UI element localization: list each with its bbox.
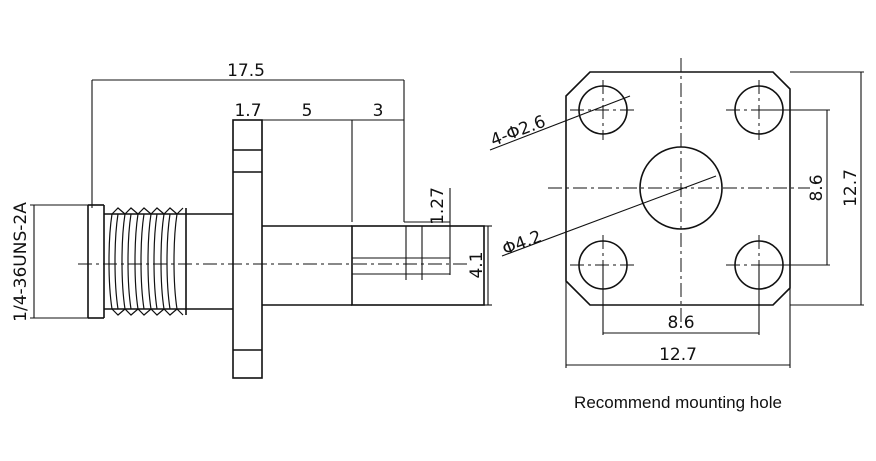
dim-hole-spacing-vertical: 8.6 (807, 174, 827, 201)
flange (232, 119, 263, 379)
dim-body-length: 5 (302, 101, 313, 121)
figure-caption: Recommend mounting hole (574, 393, 782, 412)
dim-hole-spacing-horizontal: 8.6 (667, 313, 694, 333)
hole-callout-label: 4-Φ2.6 (488, 112, 549, 151)
front-view: 4-Φ2.6 Φ4.2 8.6 12.7 8.6 12.7 (488, 58, 864, 368)
threaded-section (87, 204, 186, 319)
dim-overall-length: 17.5 (227, 61, 265, 81)
center-pin (351, 225, 485, 306)
side-view: 17.5 1.7 5 3 (11, 61, 492, 379)
center-hole-label: Φ4.2 (500, 227, 545, 260)
thread-helix (108, 213, 178, 310)
dim-pin-span: 4.1 (467, 251, 487, 278)
thread-spec-label: 1/4-36UNS-2A (11, 202, 31, 322)
dim-flange-thickness: 1.7 (234, 101, 261, 121)
dim-pin-length: 3 (373, 101, 384, 121)
dim-flange-width: 12.7 (659, 345, 697, 365)
dim-pin-offset: 1.27 (428, 187, 448, 225)
dim-flange-height: 12.7 (841, 169, 861, 207)
flange-outline (565, 71, 791, 306)
